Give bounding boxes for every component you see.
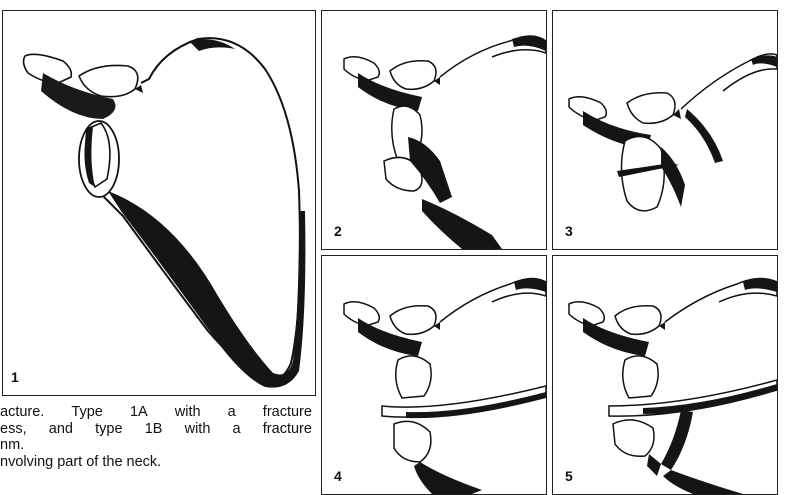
figure-panel-3: 3 (552, 10, 778, 250)
scapula-drawing-5 (553, 256, 777, 494)
scapula-drawing-3 (553, 11, 777, 249)
figure-panel-4: 4 (321, 255, 547, 495)
figure-panel-2: 2 (321, 10, 547, 250)
panel-number: 2 (334, 223, 342, 239)
panel-number: 5 (565, 468, 573, 484)
panel-number: 4 (334, 468, 342, 484)
scapula-drawing-4 (322, 256, 546, 494)
scapula-drawing-1 (3, 11, 315, 395)
caption-line: ess, and type 1B with a fracture (0, 421, 312, 438)
caption-line: acture. Type 1A with a fracture (0, 404, 312, 421)
caption-line: nvolving part of the neck. (0, 454, 312, 471)
figure-panel-5: 5 (552, 255, 778, 495)
figure-panel-1: 1 (2, 10, 316, 396)
figure-caption: acture. Type 1A with a fracture ess, and… (0, 404, 312, 470)
scapula-drawing-2 (322, 11, 546, 249)
panel-number: 3 (565, 223, 573, 239)
panel-number: 1 (11, 369, 19, 385)
caption-line: nm. (0, 437, 312, 454)
